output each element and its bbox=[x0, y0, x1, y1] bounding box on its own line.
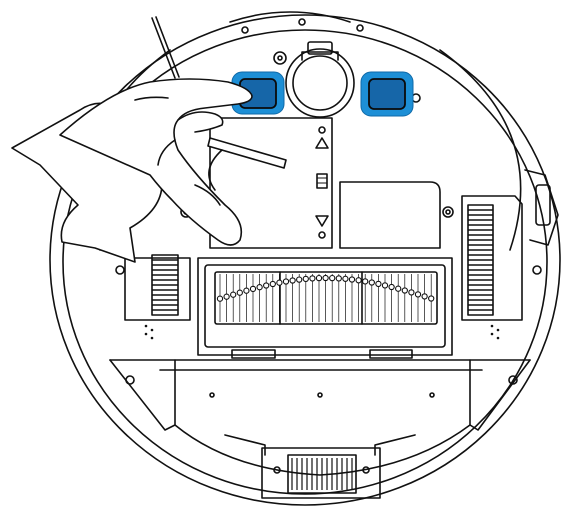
side-brush bbox=[151, 16, 287, 191]
inner-rim bbox=[62, 29, 548, 495]
right-drive-wheel bbox=[461, 195, 523, 321]
label-plate bbox=[339, 181, 441, 249]
bottom-grille bbox=[261, 447, 381, 499]
hand-with-cloth bbox=[11, 78, 253, 263]
outer-shell bbox=[49, 14, 561, 506]
left-drive-wheel bbox=[124, 254, 191, 321]
right-cliff-sensor bbox=[360, 71, 414, 117]
dust-bin-cover bbox=[109, 359, 531, 476]
vent-dots bbox=[144, 324, 500, 340]
caster-wheel bbox=[285, 41, 355, 118]
main-brush-housing bbox=[197, 257, 453, 359]
brush-roller bbox=[216, 274, 435, 322]
